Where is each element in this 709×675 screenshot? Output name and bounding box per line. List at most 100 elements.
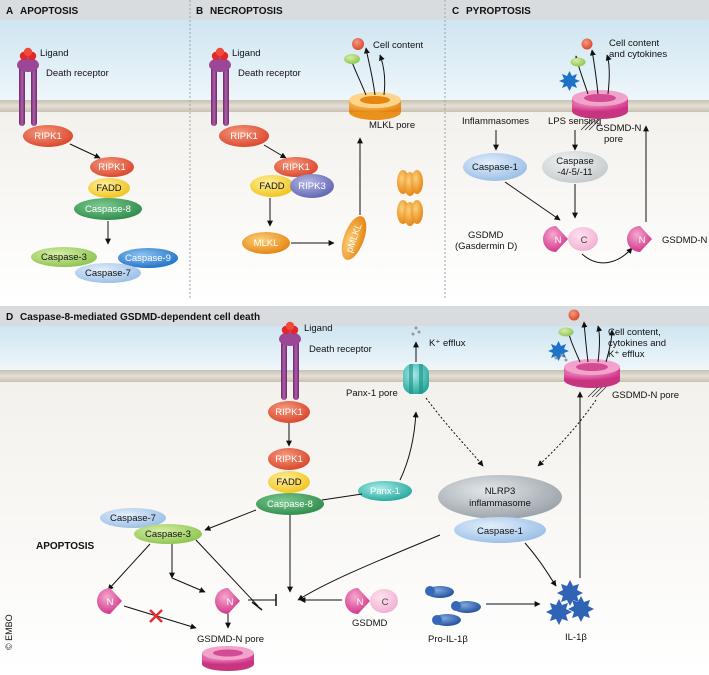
n-fragment-center-label: N [227, 597, 234, 608]
ripk1-complex-node [274, 157, 318, 177]
gsdmd-node [345, 588, 398, 614]
panel-d-title: Caspase-8-mediated GSDMD-dependent cell … [20, 312, 260, 323]
ripk1-complex-label: RIPK1 [98, 162, 125, 173]
membrane-bottom [0, 370, 709, 382]
nlrp3-inflammasome-node [438, 475, 562, 519]
blocked-cross-icon [149, 609, 163, 623]
il1b-icon [546, 580, 594, 625]
k-efflux-label: K⁺ efflux [608, 349, 645, 360]
fadd-node [268, 471, 310, 493]
caspase9-label: Caspase-9 [125, 253, 171, 264]
nlrp3-label: NLRP3 [485, 486, 516, 497]
fadd-node [88, 178, 130, 198]
mlkl-oligomer-icon [397, 170, 423, 226]
gsdmd-n-pore-label: GSDMD-N pore [197, 634, 264, 645]
ripk1-label: RIPK1 [230, 131, 257, 142]
panx1-node [358, 481, 412, 501]
ripk1-complex-node [90, 157, 134, 177]
n-fragment-center [215, 588, 240, 614]
cell-content-label: Cell content [609, 38, 660, 49]
caspase-4-5-11-label-2: -4/-5/-11 [557, 167, 592, 178]
caspase8-label: Caspase-8 [85, 204, 131, 215]
pmlkl-node: pMLKL [341, 216, 367, 260]
ripk1-node [23, 125, 73, 147]
panel-d-letter: D [6, 312, 13, 323]
panel-b-letter: B [196, 6, 203, 17]
caspase3-label: Caspase-3 [41, 252, 87, 263]
caspase1-node [454, 517, 546, 543]
fadd-label: FADD [276, 477, 301, 488]
death-receptor-label: Death receptor [46, 68, 109, 79]
gsdmd-n-pore-icon [202, 646, 254, 671]
gsdmd-n-domain-label: N [555, 235, 562, 246]
caspase3-node [31, 247, 97, 267]
panel-a-title: APOPTOSIS [20, 6, 78, 17]
fadd-label: FADD [259, 181, 284, 192]
ripk1-label: RIPK1 [34, 131, 61, 142]
cell-content-label: Cell content, [608, 327, 661, 338]
panel-b: Ligand Death receptor RIPK1 RIPK1 FADD R… [209, 38, 424, 260]
n-fragment-left [97, 588, 122, 614]
gsdmd-n-label-short: N [639, 235, 646, 246]
ripk3-label: RIPK3 [298, 181, 325, 192]
apoptosis-label: APOPTOSIS [36, 541, 94, 552]
n-fragment-left-label: N [107, 597, 114, 608]
panel-d-header-bar [0, 306, 709, 326]
fadd-node [250, 175, 294, 197]
caspase7-node [75, 263, 141, 283]
gsdmd-n-domain-label: N [357, 597, 364, 608]
mlkl-label: MLKL [254, 238, 279, 249]
cell-content-label: Cell content [373, 40, 424, 51]
ligand-label: Ligand [304, 323, 333, 334]
pro-il1b-label: Pro-IL-1β [428, 634, 468, 645]
panel-b-title: NECROPTOSIS [210, 6, 283, 17]
panel-c-title: PYROPTOSIS [466, 6, 531, 17]
mlkl-pore-label: MLKL pore [369, 120, 415, 131]
gsdmd-full-label: (Gasdermin D) [455, 241, 517, 252]
lps-sensing-label: LPS sensing [548, 116, 601, 127]
il1b-icon [559, 71, 580, 91]
gsdmd-label: GSDMD [352, 618, 388, 629]
nlrp3-label-2: inflammasome [469, 498, 531, 509]
panel-d: Ligand Death receptor RIPK1 RIPK1 FADD C… [4, 309, 679, 671]
pro-il1b-icon [425, 586, 481, 626]
embo-copyright: © EMBO [4, 614, 14, 650]
caspase8-node [256, 493, 324, 515]
cytokines-label: and cytokines [609, 49, 667, 60]
mlkl-node [242, 232, 290, 254]
caspase7-node [100, 508, 166, 528]
panx1-pore-icon [403, 364, 429, 394]
fadd-label: FADD [96, 183, 121, 194]
caspase1-node [463, 153, 527, 181]
caspase7-label: Caspase-7 [110, 513, 156, 524]
ligand-label: Ligand [232, 48, 261, 59]
panel-c-letter: C [452, 6, 459, 17]
cell-content-icon [581, 38, 593, 50]
gsdmd-c-domain-label: C [581, 235, 588, 246]
ligand-label: Ligand [40, 48, 69, 59]
ripk1-complex-label: RIPK1 [275, 454, 302, 465]
cell-content-icon [568, 309, 580, 321]
ripk3-node [290, 174, 334, 198]
caspase3-node [134, 524, 202, 544]
caspase-4-5-11-label: Caspase [556, 156, 594, 167]
panx1-pore-label: Panx-1 pore [346, 388, 398, 399]
death-receptor-label: Death receptor [238, 68, 301, 79]
caspase1-label: Caspase-1 [477, 526, 523, 537]
gsdmd-n-pore-label: GSDMD-N pore [612, 390, 679, 401]
caspase9-node [118, 248, 178, 268]
cell-content-icon [344, 54, 360, 64]
k-efflux-label: K⁺ efflux [429, 338, 466, 349]
ripk1-complex-node [268, 448, 310, 470]
death-receptor-label: Death receptor [309, 344, 372, 355]
caspase7-label: Caspase-7 [85, 268, 131, 279]
cytokine-icon [558, 327, 574, 337]
gsdmd-n-pore-label-2: pore [604, 134, 623, 145]
ripk1-complex-label: RIPK1 [282, 162, 309, 173]
gsdmd-c-domain-label: C [382, 597, 389, 608]
panx1-label: Panx-1 [370, 486, 400, 497]
gsdmd-n-pore-label: GSDMD-N [596, 123, 642, 134]
ripk1-node [219, 125, 269, 147]
mlkl-pore-icon [349, 92, 401, 120]
